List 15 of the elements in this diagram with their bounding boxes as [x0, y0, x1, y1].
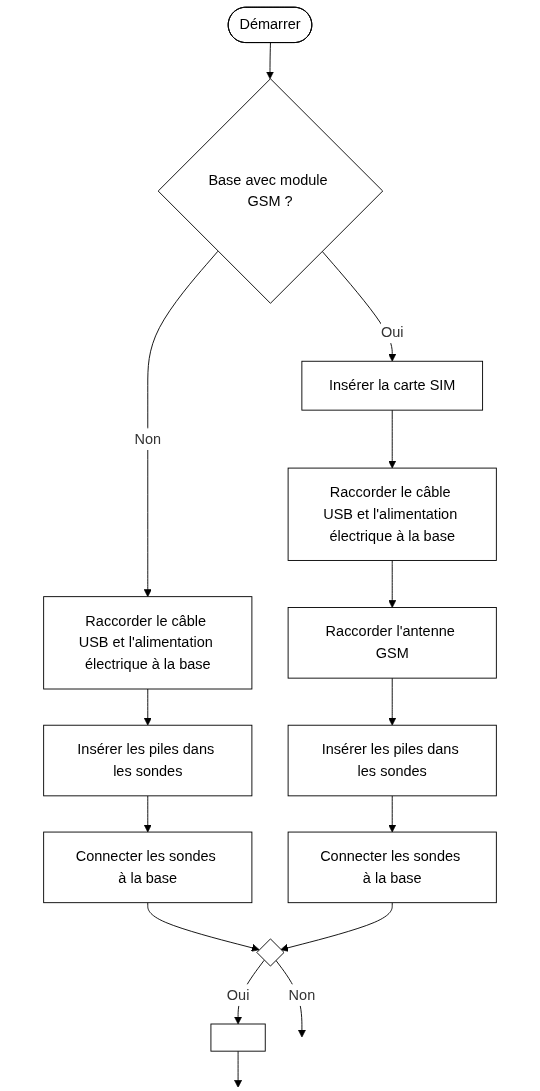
- edge-label: Non: [288, 986, 316, 1003]
- node-box: Insérer les piles dans les sondes: [287, 724, 497, 797]
- edge-label: Oui: [226, 986, 250, 1003]
- node-box: Insérer la carte SIM: [301, 360, 484, 411]
- node-diamond: Base avec module GSM ?: [157, 78, 384, 304]
- node-box: Raccorder l'antenne GSM: [287, 607, 497, 679]
- edge-label: Non: [134, 430, 162, 447]
- node-box: Raccorder le câble USB et l'alimentation électrique à la base: [43, 596, 253, 690]
- edge-label: Oui: [380, 324, 404, 340]
- node-box: [210, 1023, 266, 1052]
- node-box: Connecter les sondes à la base: [43, 831, 253, 904]
- node-box: Connecter les sondes à la base: [287, 831, 497, 904]
- node-box: Insérer les piles dans les sondes: [43, 724, 253, 797]
- node-diamond: [256, 938, 285, 967]
- node-box: Raccorder le câble USB et l'alimentation électrique à la base: [287, 467, 497, 561]
